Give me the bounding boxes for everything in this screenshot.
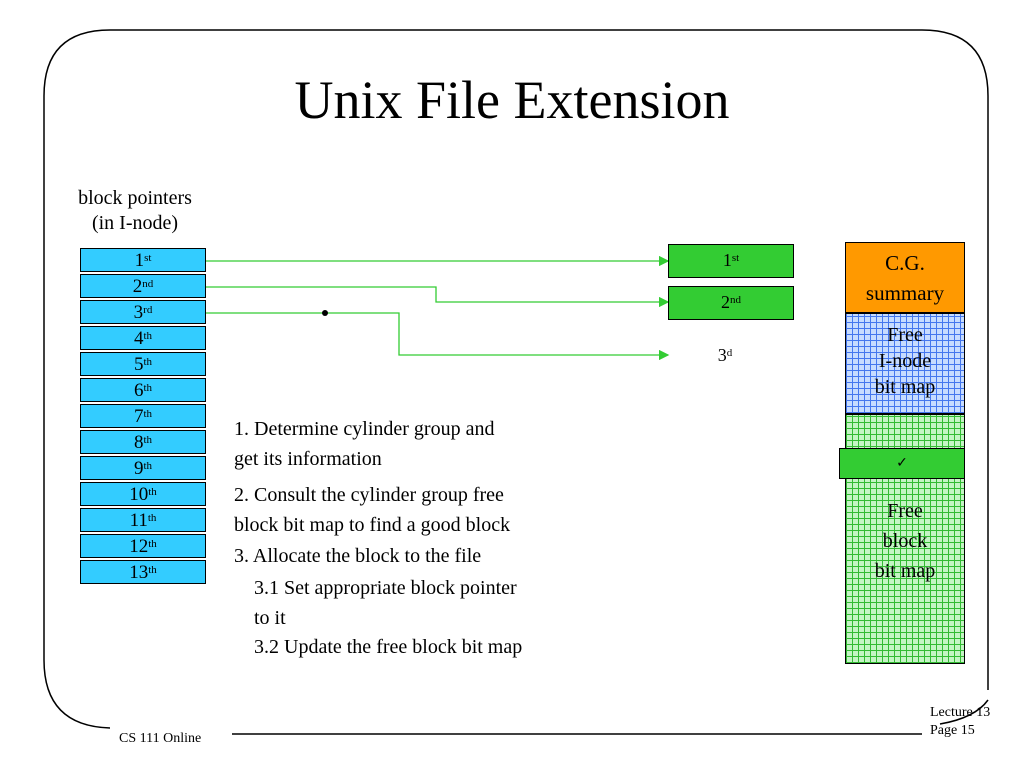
block-pointer-5: 5th (80, 352, 206, 376)
cg-summary-block: C.G. summary (845, 242, 965, 313)
step-3-1-line2: to it (254, 607, 286, 629)
step-3: 3. Allocate the block to the file (234, 545, 482, 567)
data-block-2-num: 2 (721, 292, 730, 312)
block-pointer-suffix: th (143, 434, 153, 446)
block-pointer-num: 10 (129, 484, 149, 505)
data-block-1: 1st (668, 244, 794, 278)
step-2: 2. Consult the cylinder group free block… (234, 480, 510, 540)
block-pointer-6: 6th (80, 378, 206, 402)
free-block-line2: block (882, 530, 928, 552)
cg-summary-line2: summary (865, 281, 945, 305)
block-pointer-7: 7th (80, 404, 206, 428)
step-1-line2: get its information (234, 448, 382, 470)
block-pointer-1: 1st (80, 248, 206, 272)
data-block-1-suffix: st (731, 252, 740, 264)
step-1: 1. Determine cylinder group and get its … (234, 414, 494, 474)
block-pointer-num: 4 (133, 328, 144, 349)
step-2-line2: block bit map to find a good block (234, 514, 511, 536)
free-inode-line1: Free (887, 324, 923, 346)
free-block-label: Free block bit map (845, 496, 965, 586)
block-pointer-suffix: th (143, 460, 153, 472)
free-block-line3: bit map (874, 560, 936, 582)
block-pointers-label-line2: (in I-node) (91, 212, 179, 234)
data-block-3-suffix: d (726, 347, 733, 359)
footer-lecture: Lecture 13 (930, 705, 991, 720)
block-pointer-num: 5 (133, 354, 144, 375)
step-3-1: 3.1 Set appropriate block pointer to it (254, 573, 517, 633)
block-pointer-suffix: th (143, 330, 153, 342)
block-pointer-2: 2nd (80, 274, 206, 298)
block-pointer-num: 7 (133, 406, 144, 427)
footer-page: Page 15 (930, 723, 975, 738)
block-pointer-10: 10th (80, 482, 206, 506)
block-pointer-8: 8th (80, 430, 206, 454)
footer-course: CS 111 Online (119, 731, 202, 746)
block-pointer-num: 13 (129, 562, 149, 583)
free-inode-line3: bit map (874, 376, 936, 398)
block-pointer-suffix: th (148, 564, 157, 576)
slide-title: Unix File Extension (294, 70, 730, 130)
block-pointer-suffix: th (143, 408, 153, 420)
step-2-line1: 2. Consult the cylinder group free (234, 484, 504, 506)
step-3-2: 3.2 Update the free block bit map (254, 636, 523, 658)
block-pointer-suffix: th (147, 512, 157, 524)
free-inode-bitmap: Free I-node bit map (845, 313, 965, 414)
block-pointer-suffix: th (143, 382, 153, 394)
block-pointer-suffix: th (143, 356, 153, 368)
block-pointer-num: 12 (129, 536, 149, 557)
footer-page-info: Lecture 13 Page 15 (930, 704, 990, 740)
block-pointers-label-line1: block pointers (78, 187, 192, 209)
arrow-3rd (206, 312, 670, 361)
data-block-2: 2nd (668, 286, 794, 320)
block-pointer-3: 3rd (80, 300, 206, 324)
block-pointer-9: 9th (80, 456, 206, 480)
data-block-1-num: 1 (722, 250, 732, 270)
block-pointer-suffix: nd (142, 278, 154, 290)
data-block-2-suffix: nd (730, 294, 741, 306)
block-pointer-suffix: th (148, 486, 157, 498)
block-pointer-4: 4th (80, 326, 206, 350)
step-1-line1: 1. Determine cylinder group and (234, 418, 495, 440)
step-3-1-line1: 3.1 Set appropriate block pointer (254, 577, 517, 599)
block-pointer-suffix: th (148, 538, 157, 550)
block-pointer-suffix: rd (143, 304, 153, 316)
block-pointer-num: 6 (133, 380, 144, 401)
block-pointer-11: 11th (80, 508, 206, 532)
free-inode-line2: I-node (878, 350, 932, 372)
block-pointer-13: 13th (80, 560, 206, 584)
free-block-line1: Free (887, 500, 923, 522)
block-pointer-num: 2 (132, 276, 143, 297)
block-pointer-num: 11 (129, 510, 148, 531)
block-pointer-num: 1 (134, 250, 145, 271)
data-block-3: 3d (700, 343, 750, 367)
arrow-2nd (206, 286, 670, 308)
block-pointer-num: 8 (133, 432, 144, 453)
block-pointer-12: 12th (80, 534, 206, 558)
block-pointers-label: block pointers (in I-node) (40, 186, 230, 236)
block-pointer-suffix: st (144, 252, 152, 264)
data-block-3-num: 3 (717, 345, 727, 365)
cursor-dot (322, 310, 328, 316)
block-pointer-num: 9 (133, 458, 144, 479)
cg-summary-line1: C.G. (885, 251, 925, 275)
allocated-bit-marker: ✓ (839, 448, 965, 479)
block-pointer-num: 3 (133, 302, 144, 323)
